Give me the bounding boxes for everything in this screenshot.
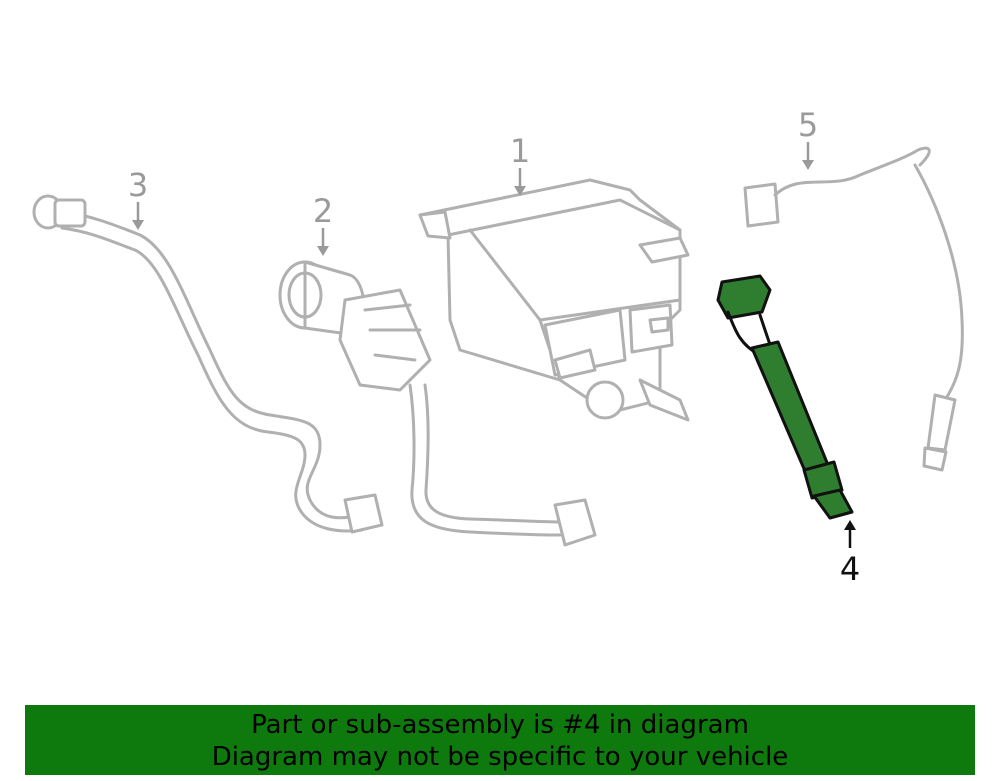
part-3-vapor-hose[interactable] bbox=[32, 194, 384, 534]
callout-4: 4 bbox=[840, 550, 860, 588]
part-2-purge-valve[interactable] bbox=[278, 260, 597, 547]
parts-diagram: 1 2 3 4 5 bbox=[32, 106, 964, 588]
banner-line-1: Part or sub-assembly is #4 in diagram bbox=[251, 710, 749, 740]
callout-2: 2 bbox=[313, 192, 333, 230]
callout-3: 3 bbox=[128, 166, 148, 204]
callout-5: 5 bbox=[798, 106, 818, 144]
part-5-oxygen-sensor[interactable] bbox=[743, 146, 964, 472]
callout-arrows bbox=[132, 142, 856, 548]
banner-line-2: Diagram may not be specific to your vehi… bbox=[211, 742, 789, 772]
callout-1: 1 bbox=[510, 132, 530, 170]
info-banner: Part or sub-assembly is #4 in diagram Di… bbox=[25, 705, 975, 775]
part-1-evap-canister[interactable] bbox=[418, 178, 690, 422]
part-4-oxygen-sensor-highlighted[interactable] bbox=[716, 274, 854, 520]
